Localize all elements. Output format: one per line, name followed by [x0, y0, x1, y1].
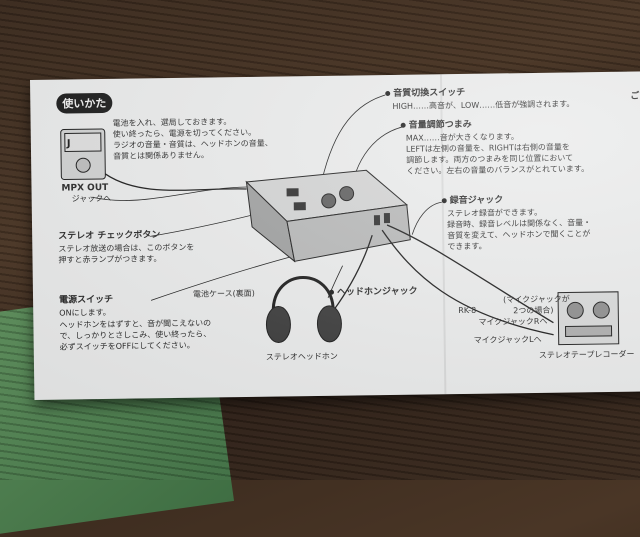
power-desc-3: で、しっかりとさしこみ、使い終ったら、	[59, 329, 212, 341]
radio-illustration: J	[60, 128, 106, 181]
power-desc-4: 必ずスイッチをOFFにしてください。	[59, 340, 195, 352]
stereo-check-desc-1: ステレオ放送の場合は、このボタンを	[58, 242, 195, 254]
record-desc-4: できます。	[447, 241, 487, 252]
volume-desc-1: MAX……音が大きくなります。	[405, 132, 519, 143]
jack-to-label: ジャックへ	[71, 193, 112, 204]
volume-knob-label: 音量調節つまみ	[400, 120, 472, 131]
quality-switch-label: 音質切換スイッチ	[385, 88, 465, 99]
record-jack-label: 録音ジャック	[441, 195, 503, 206]
intro-line-1: 電池を入れ、選局しておきます。	[112, 117, 232, 128]
record-desc-1: ステレオ録音ができます。	[446, 207, 543, 219]
jack-r-label: マイクジャックRへ	[478, 316, 548, 327]
tape-recorder-illustration	[557, 291, 620, 346]
right-column-heading: ご	[630, 91, 640, 102]
headphone-illustration	[265, 276, 342, 344]
intro-line-2: 使い終ったら、電源を切ってください。	[112, 127, 257, 139]
record-desc-3: 音質を変えて、ヘッドホンで聞くことが	[447, 229, 591, 241]
stereo-check-label: ステレオ チェックボタン	[58, 230, 161, 242]
power-desc-1: ONにします。	[59, 307, 111, 318]
section-title: 使いかた	[56, 92, 113, 114]
deck-label: ステレオテープレコーダー	[538, 349, 635, 360]
jack-l-label: マイクジャックLへ	[473, 334, 542, 345]
record-desc-2: 録音時、録音レベルは関係なく、音量・	[446, 218, 592, 230]
cable-code: RK-8	[458, 305, 477, 316]
stereo-check-desc-2: 押すと赤ランプがつきます。	[58, 254, 162, 265]
amplifier-unit	[245, 169, 411, 263]
svg-text:J: J	[66, 138, 71, 149]
mic-note-2: 2つの場合)	[513, 305, 554, 316]
headphone-jack-label: ヘッドホンジャック	[328, 287, 418, 298]
mpx-out-label: MPX OUT	[61, 182, 109, 194]
power-desc-2: ヘッドホンをはずすと、音が聞こえないの	[59, 318, 212, 330]
stereo-headphone-label: ステレオヘッドホン	[265, 351, 338, 362]
instruction-sheet: J	[30, 71, 640, 400]
diagram-illustration: J	[60, 94, 620, 346]
battery-case-label: 電池ケース(裏面)	[192, 288, 255, 299]
mic-note-1: (マイクジャックが	[503, 294, 570, 305]
intro-line-4: 音質とは関係ありません。	[113, 150, 209, 161]
power-switch-label: 電源スイッチ	[59, 294, 114, 306]
